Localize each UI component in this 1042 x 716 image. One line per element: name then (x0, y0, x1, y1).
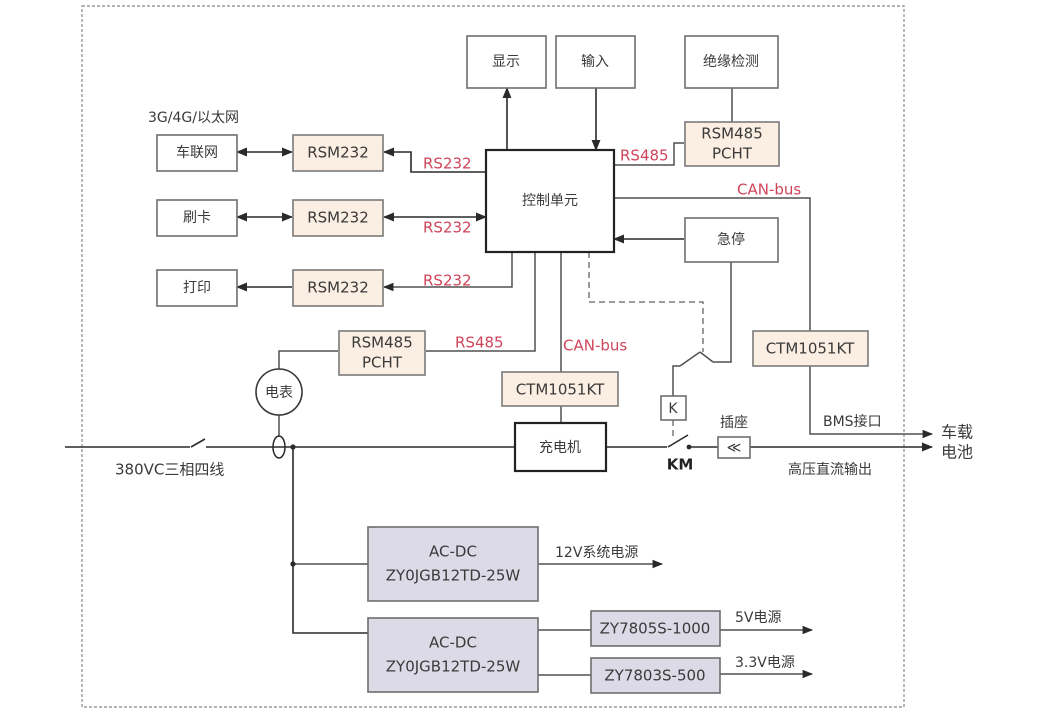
rsm232-label: RSM232 (307, 144, 369, 162)
ldo-33v-box: ZY7803S-500 (590, 657, 721, 694)
bms-port-label: BMS接口 (823, 413, 882, 430)
ctm-label: CTM1051KT (766, 340, 855, 358)
acdc-model-label: ZY0JGB12TD-25W (386, 658, 521, 676)
charger-label: 充电机 (539, 440, 581, 456)
charger-box: 充电机 (513, 421, 608, 473)
input-label: 输入 (581, 54, 609, 70)
ctm1051kt-charger-box: CTM1051KT (501, 371, 619, 407)
output-12v-label: 12V系统电源 (555, 545, 638, 561)
telematics-box: 车联网 (156, 134, 238, 172)
insulation-detect-box: 绝缘检测 (684, 35, 779, 89)
canbus-label: CAN-bus (563, 337, 627, 355)
vehicle-battery-label-line2: 电池 (941, 443, 973, 462)
electric-meter: 电表 (255, 368, 303, 416)
canbus-label: CAN-bus (737, 181, 801, 199)
acdc-model-label: ZY0JGB12TD-25W (386, 567, 521, 585)
current-transformer-icon (272, 435, 286, 459)
output-33v-label: 3.3V电源 (735, 655, 795, 671)
wires (65, 86, 934, 679)
acdc-12v-box: AC-DC ZY0JGB12TD-25W (367, 526, 539, 602)
input-box: 输入 (555, 35, 636, 89)
relay-k-label: K (668, 401, 678, 417)
telematics-label: 车联网 (176, 144, 218, 161)
junction-dot (290, 444, 296, 450)
rsm232-label: RSM232 (307, 279, 369, 297)
rsm485-label: RSM485 (351, 334, 413, 352)
rsm485-label: RSM485 (701, 125, 763, 143)
rsm232-telematics-box: RSM232 (292, 134, 384, 172)
pcht-label: PCHT (712, 145, 753, 163)
ctm-label: CTM1051KT (516, 381, 605, 399)
card-reader-box: 刷卡 (156, 199, 238, 237)
electric-meter-label: 电表 (265, 385, 293, 401)
vehicle-battery-label-line1: 车载 (941, 423, 973, 442)
rsm232-card-box: RSM232 (292, 199, 384, 237)
ctm1051kt-bms-box: CTM1051KT (752, 330, 869, 367)
rsm485-meter-box: RSM485 PCHT (338, 330, 426, 376)
ldo-33v-label: ZY7803S-500 (604, 667, 705, 685)
relay-k-box: K (660, 395, 687, 421)
system-boundary-frame (81, 5, 905, 708)
control-unit-label: 控制单元 (522, 193, 578, 209)
control-unit-box: 控制单元 (484, 148, 616, 254)
hv-dc-output-label: 高压直流输出 (788, 461, 872, 478)
pcht-label: PCHT (362, 354, 403, 372)
card-reader-label: 刷卡 (183, 210, 211, 226)
acdc-ldo-box: AC-DC ZY0JGB12TD-25W (367, 617, 539, 693)
display-label: 显示 (492, 54, 520, 70)
rs232-label: RS232 (423, 155, 472, 173)
junction-dot (686, 444, 692, 450)
output-5v-label: 5V电源 (735, 610, 781, 626)
printer-label: 打印 (183, 279, 211, 296)
acdc-label: AC-DC (429, 543, 477, 561)
mains-label: 380VC三相四线 (115, 461, 224, 479)
ldo-5v-box: ZY7805S-1000 (590, 610, 721, 647)
socket-icon: ≪ (717, 436, 751, 459)
printer-box: 打印 (156, 269, 238, 307)
ldo-5v-label: ZY7805S-1000 (600, 620, 711, 638)
rs232-label: RS232 (423, 272, 472, 290)
insulation-detect-label: 绝缘检测 (703, 54, 759, 70)
rsm232-label: RSM232 (307, 209, 369, 227)
emergency-stop-label: 急停 (717, 231, 745, 248)
rs485-label: RS485 (620, 147, 669, 165)
rs232-label: RS232 (423, 219, 472, 237)
rs485-label: RS485 (455, 334, 504, 352)
junction-dot (290, 561, 296, 567)
rsm232-printer-box: RSM232 (292, 269, 384, 307)
contactor-km-label: KM (667, 456, 694, 474)
svg-text:≪: ≪ (727, 440, 742, 456)
socket-label: 插座 (720, 415, 748, 431)
emergency-stop-box: 急停 (684, 217, 779, 263)
network-type-label: 3G/4G/以太网 (148, 110, 239, 126)
display-box: 显示 (466, 35, 547, 89)
rsm485-insulation-box: RSM485 PCHT (684, 121, 780, 167)
acdc-label: AC-DC (429, 634, 477, 652)
